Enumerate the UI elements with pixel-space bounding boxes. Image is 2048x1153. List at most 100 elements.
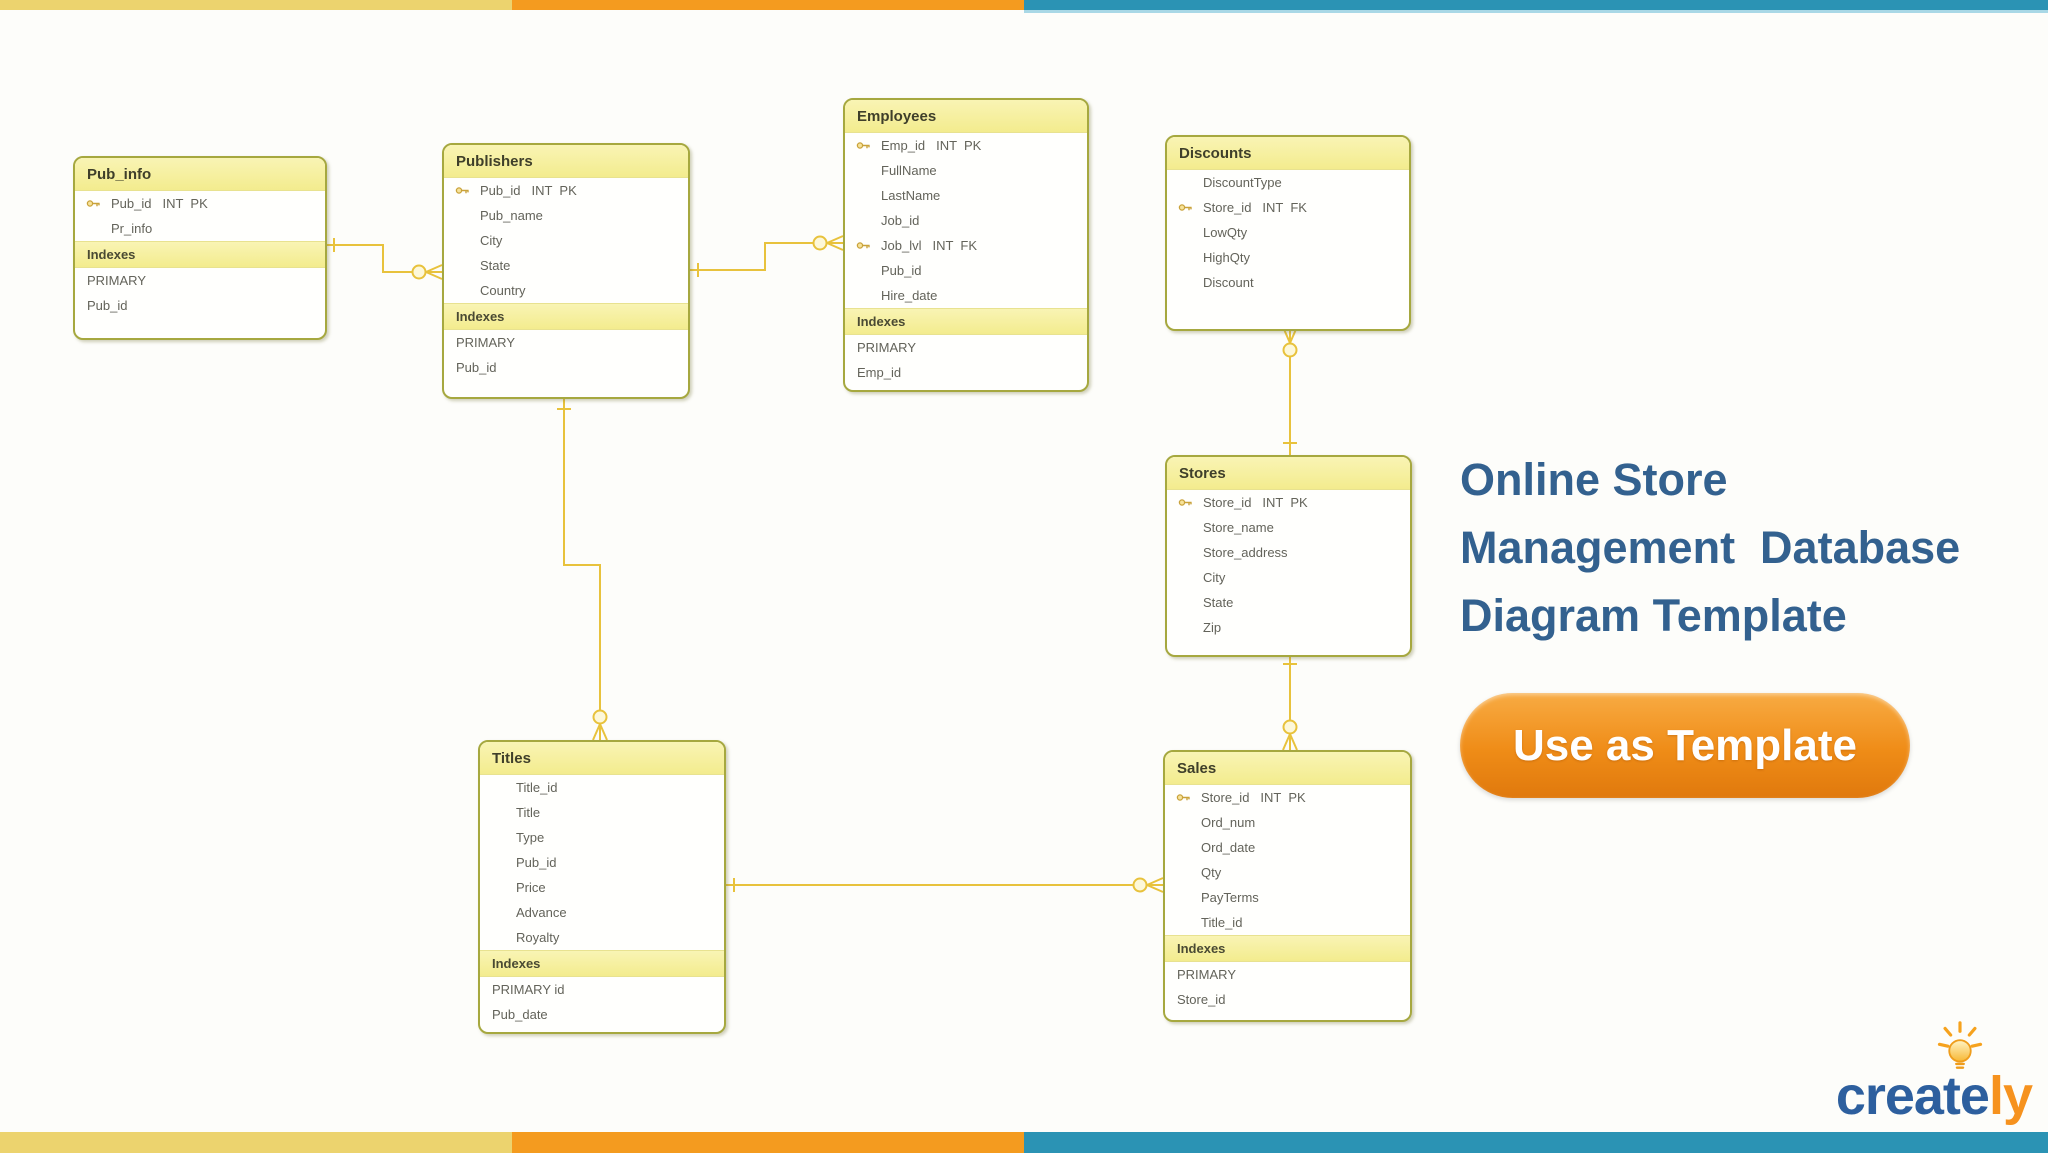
entity-field-row: FullName: [845, 158, 1087, 183]
entity-field-row: City: [444, 228, 688, 253]
index-row: PRIMARY: [857, 340, 916, 355]
entity-field-row: Store_name: [1167, 515, 1410, 540]
field-name: Pub_id: [111, 196, 152, 211]
field-name: Royalty: [516, 930, 560, 945]
field-name: Emp_id: [881, 138, 926, 153]
field-name: FullName: [881, 163, 937, 178]
entity-title: Titles: [480, 742, 724, 775]
field-name: Ord_date: [1201, 840, 1256, 855]
field-type: INT FK: [932, 238, 978, 253]
entity-field-row: Pub_id: [480, 850, 724, 875]
entity-field-row: City: [1167, 565, 1410, 590]
entity-field-row: Title_id: [480, 775, 724, 800]
key-icon: [856, 239, 873, 252]
field-name: Job_id: [881, 213, 920, 228]
indexes-section-label: Indexes: [845, 308, 1087, 335]
field-name: Ord_num: [1201, 815, 1256, 830]
field-name: Store_id: [1203, 200, 1252, 215]
entity-field-row: DiscountType: [1167, 170, 1409, 195]
index-row: Pub_id: [87, 298, 128, 313]
entity-field-row: Type: [480, 825, 724, 850]
index-row: PRIMARY: [456, 335, 515, 350]
field-type: INT PK: [1260, 790, 1306, 805]
index-row: Emp_id: [857, 365, 902, 380]
entity-field-row: Discount: [1167, 270, 1409, 295]
top-bar-teal-segment: [1024, 0, 2048, 10]
entity-field-row: Ord_num: [1165, 810, 1410, 835]
field-name: Advance: [516, 905, 567, 920]
field-name: LowQty: [1203, 225, 1248, 240]
bottom-accent-bar: [0, 1132, 2048, 1153]
entity-field-row: State: [444, 253, 688, 278]
field-name: State: [480, 258, 511, 273]
lightbulb-icon: [1937, 1021, 1983, 1069]
entity-field-row: Pub_name: [444, 203, 688, 228]
creately-logo[interactable]: creately: [1835, 1021, 2033, 1126]
indexes-section-label: Indexes: [444, 303, 688, 330]
top-bar-teal-strip: [1024, 10, 2048, 13]
field-name: Qty: [1201, 865, 1222, 880]
entity-field-row: LastName: [845, 183, 1087, 208]
use-as-template-button[interactable]: Use as Template: [1460, 693, 1910, 798]
top-bar-yellow-segment: [0, 0, 512, 10]
index-row: PRIMARY: [87, 273, 146, 288]
entity-field-row: Ord_date: [1165, 835, 1410, 860]
relationship-pub_info-publishers: [322, 238, 443, 280]
page-title: Online Store Management Database Diagram…: [1460, 446, 1960, 650]
field-type: INT FK: [1262, 200, 1307, 215]
field-name: Country: [480, 283, 526, 298]
key-icon: [856, 139, 873, 152]
entity-field-row: PayTerms: [1165, 885, 1410, 910]
field-name: Store_address: [1203, 545, 1288, 560]
field-name: Pr_info: [111, 221, 153, 236]
entity-field-row: Job_lvl INT FK: [845, 233, 1087, 258]
relationship-titles-sales: [722, 877, 1164, 893]
key-icon: [455, 184, 472, 197]
bottom-bar-orange-segment: [512, 1132, 1024, 1153]
entity-field-row: Pub_id: [845, 258, 1087, 283]
relationship-publishers-titles: [557, 395, 608, 741]
page-title-line-1: Online Store: [1460, 454, 1728, 505]
entity-field-row: Store_address: [1167, 540, 1410, 565]
field-name: Job_lvl: [881, 238, 922, 253]
key-icon: [1178, 201, 1195, 214]
field-name: LastName: [881, 188, 941, 203]
field-name: Hire_date: [881, 288, 938, 303]
entity-title: Discounts: [1167, 137, 1409, 170]
field-name: Title_id: [1201, 915, 1243, 930]
field-name: Pub_name: [480, 208, 543, 223]
relationship-publishers-employees: [686, 235, 844, 277]
entity-field-row: Zip: [1167, 615, 1410, 640]
entity-field-row: Job_id: [845, 208, 1087, 233]
key-icon: [86, 197, 103, 210]
entity-field-row: Country: [444, 278, 688, 303]
entity-field-row: Qty: [1165, 860, 1410, 885]
index-row: PRIMARY: [1177, 967, 1236, 982]
entity-field-row: LowQty: [1167, 220, 1409, 245]
bottom-bar-yellow-segment: [0, 1132, 512, 1153]
entity-field-row: HighQty: [1167, 245, 1409, 270]
top-bar-orange-segment: [512, 0, 1024, 10]
top-accent-bar: [0, 0, 2048, 10]
field-name: City: [1203, 570, 1226, 585]
entity-field-row: Royalty: [480, 925, 724, 950]
field-name: Pub_id: [480, 183, 521, 198]
key-icon: [1176, 791, 1193, 804]
logo-text-create: create: [1835, 1066, 1990, 1126]
field-name: Type: [516, 830, 545, 845]
entity-field-row: State: [1167, 590, 1410, 615]
entity-title: Employees: [845, 100, 1087, 133]
indexes-section-label: Indexes: [1165, 935, 1410, 962]
